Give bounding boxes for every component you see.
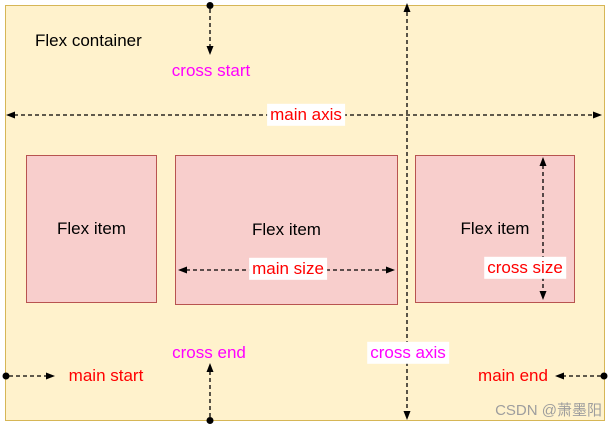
flex-item-1-label: Flex item — [57, 219, 126, 238]
cross-size-label: cross size — [484, 256, 566, 280]
csdn-watermark: CSDN @萧墨阳 — [495, 402, 602, 419]
flex-container-title: Flex container — [35, 31, 142, 50]
cross-axis-label: cross axis — [367, 341, 449, 365]
main-axis-label: main axis — [267, 103, 345, 127]
flex-item-1: Flex item — [26, 155, 157, 303]
cross-start-label: cross start — [171, 60, 251, 80]
main-size-label: main size — [249, 257, 327, 281]
flex-item-2-label: Flex item — [252, 220, 321, 239]
flex-item-3-label: Flex item — [460, 219, 530, 238]
flex-item-2: Flex item — [175, 155, 398, 305]
main-end-label: main end — [478, 365, 548, 385]
cross-end-label: cross end — [172, 342, 246, 362]
flex-item-3: Flex item — [415, 155, 575, 303]
main-start-label: main start — [68, 365, 144, 385]
